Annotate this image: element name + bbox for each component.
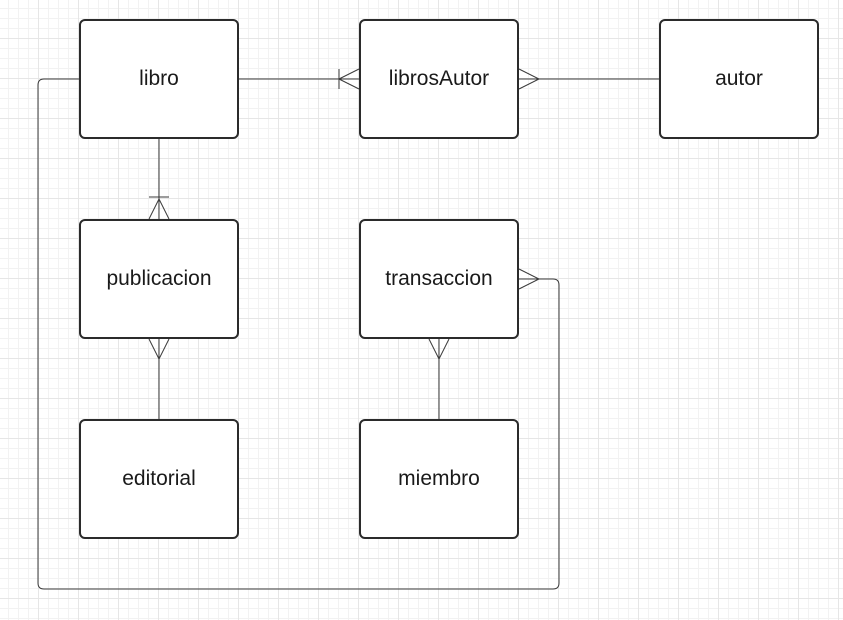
entity-editorial[interactable]: editorial bbox=[79, 419, 239, 539]
crowfoot-many bbox=[148, 338, 170, 361]
connector-libro-transaccion[interactable] bbox=[37, 78, 560, 590]
entity-label: miembro bbox=[398, 467, 480, 490]
entity-label: editorial bbox=[122, 467, 196, 490]
entity-miembro[interactable]: miembro bbox=[359, 419, 519, 539]
entity-autor[interactable]: autor bbox=[659, 19, 819, 139]
entity-publicacion[interactable]: publicacion bbox=[79, 219, 239, 339]
entity-librosautor[interactable]: librosAutor bbox=[359, 19, 519, 139]
connector-autor-librosautor[interactable] bbox=[518, 68, 659, 90]
crowfoot-many bbox=[148, 198, 170, 220]
crowfoot-many bbox=[518, 68, 541, 90]
entity-label: transaccion bbox=[385, 267, 493, 290]
connector-editorial-publicacion[interactable] bbox=[148, 338, 170, 419]
entity-libro[interactable]: libro bbox=[79, 19, 239, 139]
entity-label: librosAutor bbox=[388, 67, 490, 90]
connector-line bbox=[37, 78, 560, 590]
connector-libro-librosautor[interactable] bbox=[239, 68, 360, 90]
connector-miembro-transaccion[interactable] bbox=[428, 338, 450, 419]
entity-transaccion[interactable]: transaccion bbox=[359, 219, 519, 339]
entity-label: libro bbox=[139, 67, 179, 90]
entity-label: publicacion bbox=[106, 267, 212, 290]
crowfoot-many bbox=[518, 268, 541, 290]
connector-libro-publicacion[interactable] bbox=[148, 139, 170, 220]
entity-label: autor bbox=[715, 67, 763, 90]
crowfoot-many bbox=[338, 68, 360, 90]
crowfoot-many bbox=[428, 338, 450, 361]
